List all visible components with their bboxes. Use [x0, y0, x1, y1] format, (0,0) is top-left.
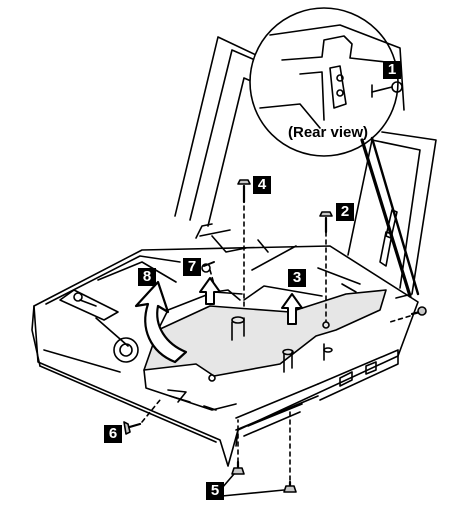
callout-3: 3 [288, 269, 306, 287]
lift-arrow-8 [134, 280, 188, 364]
lift-arrow-7 [199, 277, 221, 305]
laptop-base [31, 223, 419, 467]
rear-view-caption: (Rear view) [288, 124, 369, 141]
hdd-bracket [143, 285, 387, 411]
standoffs [231, 316, 333, 373]
screws [123, 179, 427, 493]
lift-arrow-3 [281, 293, 303, 325]
callout-8: 8 [138, 268, 156, 286]
rear-view-zoom [249, 7, 420, 298]
callout-5-leaders [221, 473, 285, 497]
callout-1: 1 [383, 61, 401, 79]
callout-5: 5 [206, 482, 224, 500]
callout-4: 4 [253, 176, 271, 194]
lift-arrows [134, 277, 303, 364]
callout-7: 7 [183, 258, 201, 276]
callout-6: 6 [104, 425, 122, 443]
callout-2: 2 [336, 203, 354, 221]
